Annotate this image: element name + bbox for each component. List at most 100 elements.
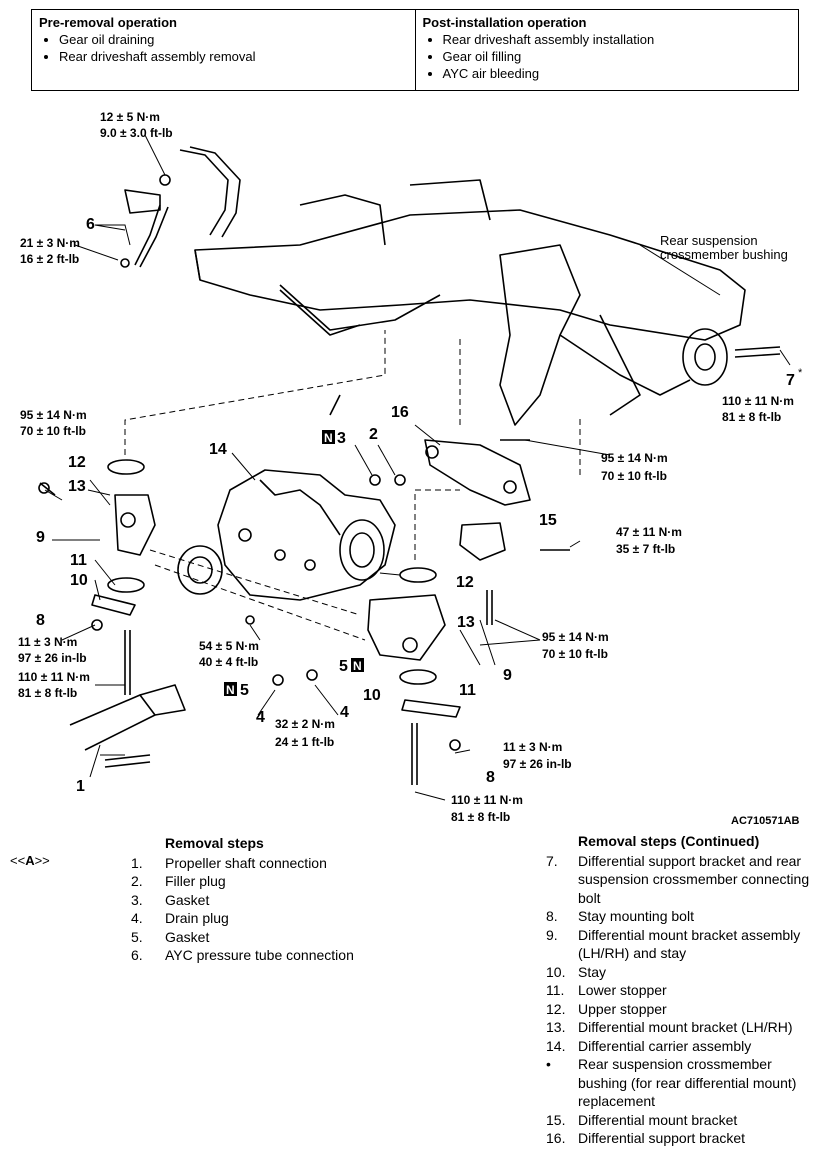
callout-11-left: 11 (70, 552, 87, 569)
torque-right-stud-ft: 81 ± 8 ft-lb (451, 810, 510, 824)
stay-left-drawing (91, 594, 136, 616)
removal-step: 7.Differential support bracket and rear … (546, 852, 816, 908)
callout-15: 15 (539, 512, 557, 529)
post-installation-item: AYC air bleeding (443, 65, 792, 82)
new-part-badge-5-left (224, 682, 237, 696)
upper-stopper-left-drawing (107, 459, 145, 475)
mount-bracket-right-drawing (367, 594, 446, 661)
torque-tube-bolt-nm: 12 ± 5 N·m (100, 110, 160, 124)
step-number: 4. (131, 910, 143, 926)
removal-step: 14. Differential carrier assembly (546, 1037, 816, 1056)
removal-step: 13. Differential mount bracket (LH/RH) (546, 1018, 816, 1037)
step-number: • (546, 1056, 551, 1072)
torque-left-mount-nm: 95 ± 14 N·m (20, 408, 87, 422)
torque-tube-bolt-ft: 9.0 ± 3.0 ft-lb (100, 126, 173, 140)
step-number: 15. (546, 1111, 566, 1128)
mount-bracket-left-drawing (114, 494, 156, 556)
step-number: 3. (131, 891, 143, 908)
new-part-badge-3-label: N (324, 431, 333, 445)
reference-close: >> (34, 853, 50, 868)
torque-support-bracket-ft: 70 ± 10 ft-lb (601, 469, 667, 483)
new-part-badge-5-right (351, 658, 364, 672)
step-number: 9. (546, 926, 558, 943)
torque-right-stay-in: 97 ± 26 in-lb (503, 757, 572, 771)
step-text: Gasket (165, 891, 210, 908)
callout-7-asterisk: * (798, 367, 803, 379)
callout-4-left: 4 (256, 709, 265, 726)
callout-10-right: 10 (363, 687, 381, 704)
callout-14: 14 (209, 441, 227, 458)
step-text: Gasket (165, 928, 210, 945)
torque-bracket15-nm: 47 ± 11 N·m (616, 525, 682, 539)
step-text: Stay (578, 963, 607, 980)
support-bracket-drawing (424, 439, 531, 506)
step-text: Stay mounting bolt (578, 908, 694, 924)
callout-4-right: 4 (340, 704, 349, 721)
reference-letter: A (25, 853, 35, 868)
removal-steps-continued: Removal steps (Continued) 7.Differential… (546, 832, 816, 1148)
callout-12-left: 12 (68, 454, 86, 471)
pre-removal-title: Pre-removal operation (39, 15, 177, 30)
upper-stopper-right-drawing (399, 567, 437, 583)
operations-table: Pre-removal operation Gear oil draining … (31, 9, 799, 91)
torque-right-stay-nm: 11 ± 3 N·m (503, 740, 562, 754)
step-text: Rear suspension crossmember bushing (for… (578, 1056, 797, 1109)
torque-right-mount-ft: 70 ± 10 ft-lb (542, 647, 608, 661)
step-number: 6. (131, 947, 143, 963)
differential-carrier-drawing (177, 469, 396, 601)
step-number: 11. (546, 982, 565, 998)
step-text: Filler plug (165, 873, 226, 889)
callout-13-left: 13 (68, 478, 86, 495)
callout-2: 2 (369, 426, 378, 443)
torque-right-mount-nm: 95 ± 14 N·m (542, 630, 609, 644)
step-text: Lower stopper (578, 982, 667, 998)
new-part-badge-5-right-label: N (353, 659, 362, 673)
step-number: 12. (546, 1000, 566, 1017)
reference-mark: <<A>> (10, 853, 50, 868)
torque-shaft-nut-nm: 54 ± 5 N·m (199, 639, 259, 653)
removal-steps-continued-title: Removal steps (Continued) (578, 833, 760, 849)
callout-16: 16 (391, 404, 409, 421)
pre-removal-list: Gear oil draining Rear driveshaft assemb… (39, 31, 408, 65)
removal-step: 4. Drain plug (131, 909, 354, 928)
post-installation-list: Rear driveshaft assembly installation Ge… (423, 31, 792, 82)
callout-9-left: 9 (36, 529, 45, 546)
torque-shaft-nut-ft: 40 ± 4 ft-lb (199, 655, 258, 669)
callout-10-left: 10 (70, 572, 88, 589)
step-text: Differential carrier assembly (578, 1037, 752, 1054)
step-number: 10. (546, 963, 566, 980)
torque-bushing-bolt-ft: 81 ± 8 ft-lb (722, 410, 781, 424)
step-number: 13. (546, 1019, 566, 1035)
tube-bracket-drawing (124, 189, 161, 214)
removal-step: 10. Stay (546, 963, 816, 982)
exploded-diagram: 12 ± 5 N·m 9.0 ± 3.0 ft-lb 21 ± 3 N·m 16… (18, 110, 803, 827)
removal-step: 3. Gasket (131, 891, 354, 910)
post-installation-column: Post-installation operation Rear drivesh… (414, 10, 799, 90)
torque-tube-clamp-nm: 21 ± 3 N·m (20, 236, 80, 250)
callout-12-right: 12 (456, 574, 474, 591)
torque-plug-ft: 24 ± 1 ft-lb (275, 735, 334, 749)
step-text: Differential mount bracket (LH/RH) (578, 1019, 793, 1035)
removal-step: 9. Differential mount bracket assembly (L… (546, 926, 816, 963)
step-number: 7. (546, 852, 558, 869)
lower-stopper-left-drawing (107, 577, 145, 593)
step-text: Differential support bracket (578, 1130, 746, 1146)
step-number: 16. (546, 1130, 566, 1146)
torque-right-stud-nm: 110 ± 11 N·m (451, 793, 523, 807)
mount-bracket-15-drawing (459, 522, 506, 561)
removal-step: 11. Lower stopper (546, 981, 816, 1000)
step-text: Differential mount bracket assembly (LH/… (578, 926, 801, 962)
knuckle-arm-drawing (499, 244, 581, 426)
post-installation-item: Gear oil filling (443, 48, 792, 65)
removal-step: • Rear suspension crossmember bushing (fo… (546, 1055, 816, 1111)
step-text: Drain plug (165, 910, 229, 926)
callout-1: 1 (76, 778, 85, 795)
step-number: 14. (546, 1037, 566, 1054)
step-number: 2. (131, 873, 143, 889)
post-installation-title: Post-installation operation (422, 15, 587, 30)
callout-6: 6 (86, 216, 95, 233)
removal-step: 5.Gasket (131, 928, 354, 947)
stay-right-drawing (401, 699, 461, 718)
removal-step: 1.Propeller shaft connection (131, 854, 354, 873)
new-part-badge-5-left-label: N (226, 683, 235, 697)
